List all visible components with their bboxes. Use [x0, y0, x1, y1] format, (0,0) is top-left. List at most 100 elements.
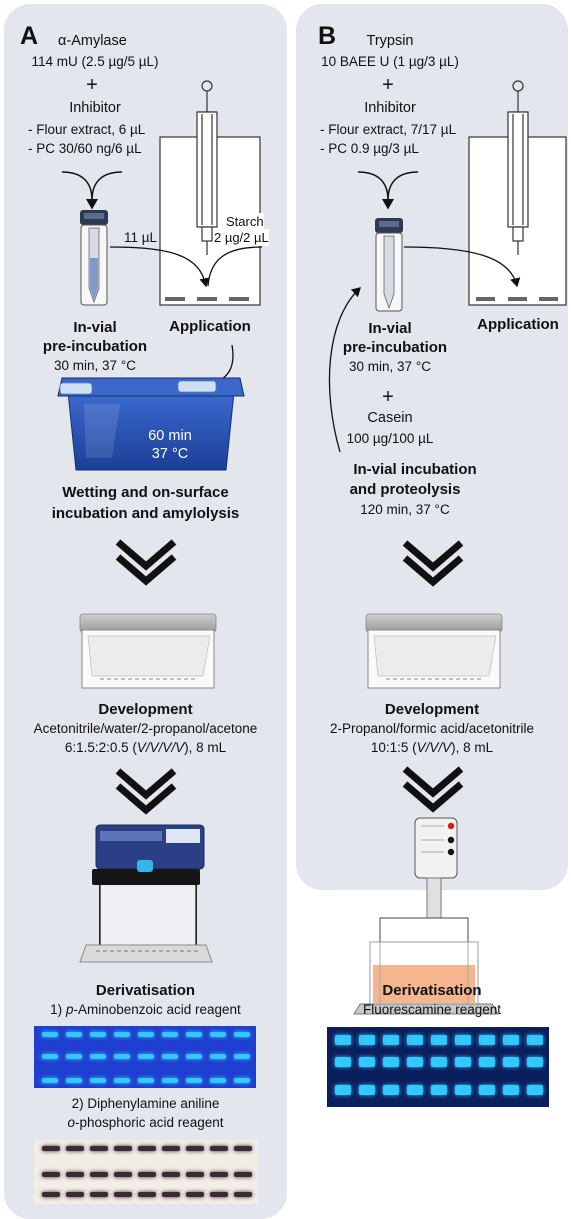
reagent1-a: 1) p-Aminobenzoic acid reagent	[50, 1002, 241, 1017]
plate-band	[210, 1078, 226, 1083]
plate-band	[42, 1032, 58, 1037]
plate-band	[138, 1172, 156, 1177]
plate-band	[90, 1032, 106, 1037]
plate-band	[114, 1032, 130, 1037]
vial-b	[375, 218, 403, 312]
plate-band	[186, 1054, 202, 1059]
hptlc-plate-a1	[34, 1026, 256, 1088]
enzyme-amount-b: 10 BAEE U (1 µg/3 µL)	[321, 54, 459, 69]
plate-band	[503, 1035, 519, 1045]
plate-band	[503, 1057, 519, 1067]
plate-band	[431, 1057, 447, 1067]
volume-label-a: 11 µL	[124, 230, 158, 245]
panel-a-letter: A	[20, 22, 39, 50]
plate-band	[90, 1172, 108, 1177]
hptlc-plate-b	[327, 1027, 549, 1107]
plate-band	[455, 1035, 471, 1045]
plate-band	[90, 1078, 106, 1083]
plate-band	[42, 1172, 60, 1177]
plate-band	[335, 1057, 351, 1067]
plate-band	[234, 1146, 252, 1151]
inhibitor-line1-b: - Flour extract, 7/17 µL	[320, 122, 457, 137]
plate-band	[455, 1085, 471, 1095]
plus-icon-b2: +	[382, 386, 394, 408]
plate-band	[503, 1085, 519, 1095]
plate-band	[335, 1085, 351, 1095]
derivatisation-title-a: Derivatisation	[95, 982, 196, 999]
plate-band	[138, 1032, 154, 1037]
plate-band	[210, 1054, 226, 1059]
plate-band	[359, 1057, 375, 1067]
plate-band	[90, 1192, 108, 1197]
dev-solvent-b: 2-Propanol/formic acid/acetonitrile	[329, 721, 535, 736]
plate-band	[479, 1085, 495, 1095]
plate-band	[42, 1192, 60, 1197]
plate-band	[90, 1146, 108, 1151]
plus-icon-b1: +	[382, 74, 394, 96]
plate-band	[527, 1035, 543, 1045]
plate-band	[234, 1172, 252, 1177]
inhibitor-line2-b: - PC 0.9 µg/3 µL	[320, 141, 419, 156]
wetting-line2-a: incubation and amylolysis	[51, 505, 240, 522]
plus-icon-a1: +	[86, 74, 98, 96]
casein-label-b: Casein	[367, 410, 413, 426]
plate-band	[42, 1146, 60, 1151]
incubation-conditions-b: 120 min, 37 °C	[360, 502, 450, 517]
enzyme-name-b: Trypsin	[366, 33, 414, 49]
plate-band	[407, 1035, 423, 1045]
incubation-box-a	[57, 377, 245, 471]
application-label-b: Application	[477, 316, 559, 333]
inhibitor-line2-a: - PC 30/60 ng/6 µL	[28, 141, 142, 156]
plate-band	[359, 1085, 375, 1095]
plate-band	[479, 1057, 495, 1067]
plate-band	[138, 1054, 154, 1059]
plate-band	[234, 1032, 250, 1037]
plate-band	[455, 1057, 471, 1067]
vial-conditions-b: 30 min, 37 °C	[349, 359, 431, 374]
vial-title2-b: pre-incubation	[342, 339, 448, 356]
plate-band	[234, 1192, 252, 1197]
plate-band	[162, 1054, 178, 1059]
application-flow-b	[403, 246, 521, 288]
chevron-down-icon-a2	[115, 768, 177, 815]
plate-band	[210, 1172, 228, 1177]
chevron-down-icon-b1	[402, 540, 464, 587]
plate-band	[383, 1057, 399, 1067]
chevron-down-icon-b2	[402, 766, 464, 813]
starch-amount-a: 2 µg/2 µL	[214, 229, 269, 246]
loop-arrow-b	[328, 287, 361, 453]
plate-band	[431, 1085, 447, 1095]
development-title-b: Development	[384, 701, 480, 718]
plate-band	[527, 1085, 543, 1095]
plate-band	[162, 1146, 180, 1151]
plate-band	[66, 1192, 84, 1197]
plate-band	[527, 1057, 543, 1067]
casein-amount-b: 100 µg/100 µL	[346, 431, 434, 446]
development-title-a: Development	[98, 701, 193, 718]
starch-label-a: Starch	[226, 213, 264, 230]
plate-band	[479, 1035, 495, 1045]
plate-band	[114, 1054, 130, 1059]
plate-band	[162, 1032, 178, 1037]
plate-band	[90, 1054, 106, 1059]
application-flow-a	[109, 246, 263, 288]
box-time-a: 60 min	[148, 428, 192, 444]
development-chamber-a	[79, 613, 217, 689]
application-label-a: Application	[169, 318, 251, 335]
plate-band	[186, 1032, 202, 1037]
inhibitor-line1-a: - Flour extract, 6 µL	[28, 122, 146, 137]
plate-band	[138, 1078, 154, 1083]
plate-band	[114, 1146, 132, 1151]
plate-band	[162, 1192, 180, 1197]
incubation-line1-b: In-vial incubation	[353, 461, 477, 478]
plate-band	[66, 1054, 82, 1059]
plate-band	[162, 1078, 178, 1083]
box-temp-a: 37 °C	[151, 446, 189, 462]
immersion-device-b	[353, 817, 499, 1015]
plate-band	[66, 1172, 84, 1177]
plate-band	[66, 1032, 82, 1037]
plate-band	[383, 1035, 399, 1045]
plate-band	[383, 1085, 399, 1095]
dev-ratio-a: 6:1.5:2:0.5 (V/V/V/V), 8 mL	[64, 740, 227, 755]
